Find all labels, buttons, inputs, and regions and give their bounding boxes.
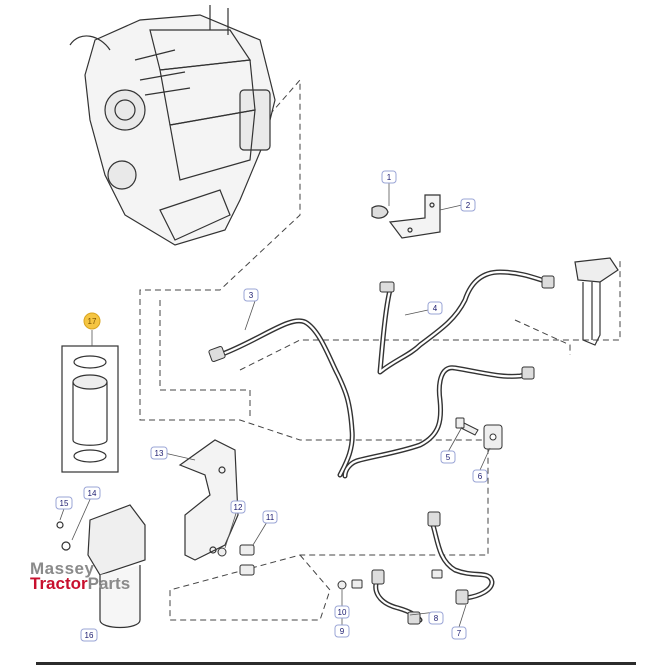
svg-text:6: 6: [478, 472, 483, 481]
svg-text:7: 7: [457, 629, 462, 638]
svg-text:3: 3: [249, 291, 254, 300]
callout-14[interactable]: 14: [83, 486, 101, 500]
callout-8[interactable]: 8: [428, 611, 444, 625]
svg-text:13: 13: [155, 449, 164, 458]
bolt-and-block: [455, 417, 503, 450]
svg-text:16: 16: [85, 631, 94, 640]
callout-12[interactable]: 12: [230, 500, 246, 514]
callout-13[interactable]: 13: [150, 446, 168, 460]
callout-7[interactable]: 7: [451, 626, 467, 640]
callout-2[interactable]: 2: [460, 198, 476, 212]
bracket-part-2: [371, 194, 441, 239]
svg-text:2: 2: [466, 201, 471, 210]
filter-kit-inset: [61, 345, 119, 473]
watermark-line1: Massey: [30, 559, 95, 578]
callout-16[interactable]: 16: [80, 628, 98, 642]
callout-9[interactable]: 9: [334, 624, 350, 638]
callout-15[interactable]: 15: [55, 496, 73, 510]
svg-text:4: 4: [433, 304, 438, 313]
callout-3[interactable]: 3: [243, 288, 259, 302]
callout-4[interactable]: 4: [427, 301, 443, 315]
pipe-inner: [218, 270, 550, 622]
bottom-divider: [36, 662, 636, 665]
callout-1[interactable]: 1: [381, 170, 397, 184]
callout-17[interactable]: 17: [83, 312, 101, 330]
watermark-line2: TractorParts: [30, 575, 130, 592]
callout-5[interactable]: 5: [440, 450, 456, 464]
callout-6[interactable]: 6: [472, 469, 488, 483]
small-bolts: [217, 544, 443, 590]
engine-illustration: [69, 5, 276, 246]
svg-text:8: 8: [434, 614, 439, 623]
callout-11[interactable]: 11: [262, 510, 278, 524]
dashed-boundaries: [139, 78, 621, 621]
svg-text:14: 14: [88, 489, 97, 498]
fuel-sender-unit: [574, 257, 619, 346]
filter-housing: [56, 439, 239, 629]
callout-10[interactable]: 10: [334, 605, 350, 619]
svg-text:17: 17: [88, 317, 97, 326]
callouts: 1 2 3 4 5 6 7 8 9 10 11 12 13 14 15 16 1…: [55, 170, 488, 642]
svg-text:5: 5: [446, 453, 451, 462]
watermark-logo: Massey TractorParts: [30, 560, 130, 592]
svg-text:9: 9: [340, 627, 345, 636]
svg-text:12: 12: [234, 503, 243, 512]
svg-text:1: 1: [387, 173, 392, 182]
svg-text:10: 10: [338, 608, 347, 617]
pipe-fittings: [208, 275, 555, 625]
watermark-tractor: Tractor: [30, 574, 88, 593]
watermark-parts: Parts: [87, 574, 131, 593]
svg-text:15: 15: [60, 499, 69, 508]
svg-text:11: 11: [266, 513, 275, 522]
